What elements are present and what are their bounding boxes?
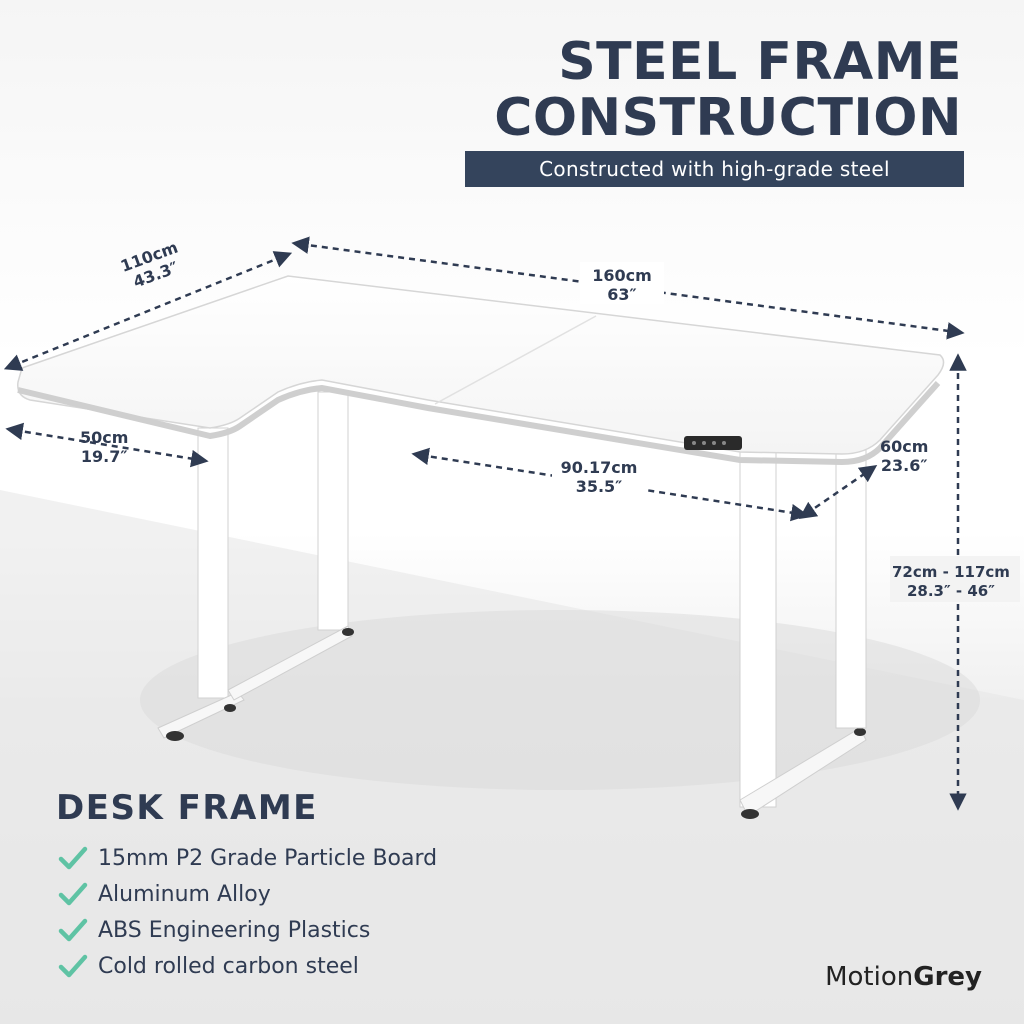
desk-frame-heading: DESK FRAME (56, 788, 318, 828)
feature-text: Cold rolled carbon steel (98, 953, 359, 979)
dim-line-return (5, 422, 209, 468)
dim-line-depth-main (798, 465, 878, 519)
dim-line-depth-left (3, 251, 293, 371)
dim-metric: 160cm (592, 266, 652, 285)
dim-metric: 60cm (880, 437, 929, 456)
dim-imperial: 35.5″ (575, 477, 623, 496)
control-panel-icon (684, 436, 742, 450)
title-line-1: STEEL FRAME (558, 32, 962, 92)
dim-label-height: 72cm - 117cm 28.3″ - 46″ (892, 563, 1010, 601)
feature-item: Aluminum Alloy (58, 876, 437, 912)
check-icon (58, 918, 88, 942)
brand-part-1: Motion (825, 962, 914, 992)
dim-label-inner: 90.17cm 35.5″ (558, 458, 640, 496)
check-icon (58, 882, 88, 906)
dim-metric: 90.17cm (560, 458, 638, 477)
feature-text: 15mm P2 Grade Particle Board (98, 845, 438, 871)
title-line-2: CONSTRUCTION (494, 88, 962, 148)
dim-imperial: 28.3″ - 46″ (906, 582, 995, 600)
dim-metric: 72cm - 117cm (892, 563, 1010, 581)
feature-item: ABS Engineering Plastics (58, 912, 437, 948)
subtitle-banner: Constructed with high-grade steel (465, 151, 964, 187)
left-front-leg (157, 427, 245, 741)
check-icon (58, 846, 88, 870)
dim-metric: 50cm (80, 428, 129, 447)
dim-imperial: 63″ (607, 285, 637, 304)
feature-item: 15mm P2 Grade Particle Board (58, 840, 437, 876)
dim-label-return: 50cm 19.7″ (80, 428, 128, 466)
dim-imperial: 23.6″ (880, 456, 928, 475)
desk-top (17, 275, 945, 455)
brand-part-2: Grey (913, 962, 982, 992)
feature-text: Aluminum Alloy (98, 881, 271, 907)
feature-item: Cold rolled carbon steel (58, 948, 437, 984)
left-rear-leg (227, 391, 354, 701)
check-icon (58, 954, 88, 978)
brand-logo: MotionGrey (825, 962, 982, 992)
feature-text: ABS Engineering Plastics (98, 917, 371, 943)
dim-label-depth-main: 60cm 23.6″ (880, 437, 928, 475)
desk-top-edge (17, 381, 941, 466)
dim-label-width: 160cm 63″ (590, 266, 654, 304)
dim-imperial: 19.7″ (80, 447, 128, 466)
